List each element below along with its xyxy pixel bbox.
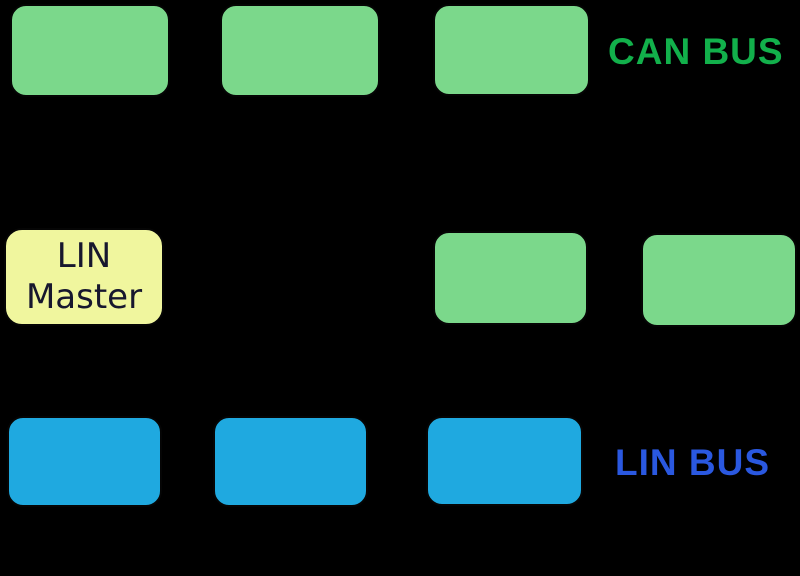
lin-node-1	[7, 416, 162, 507]
can-node-3	[433, 4, 590, 96]
can-node-4	[433, 231, 588, 325]
lin-node-3	[426, 416, 583, 506]
lin-master-label-line1: LIN	[56, 236, 112, 276]
can-node-2	[220, 4, 380, 97]
lin-master-label-line2: Master	[25, 277, 143, 317]
lin-bus-label: LIN BUS	[615, 442, 770, 483]
lin-node-2	[213, 416, 368, 507]
can-bus-label: CAN BUS	[608, 31, 784, 72]
can-node-5	[641, 233, 797, 327]
lin-master-node: LIN Master	[4, 228, 164, 326]
can-node-1	[10, 4, 170, 97]
